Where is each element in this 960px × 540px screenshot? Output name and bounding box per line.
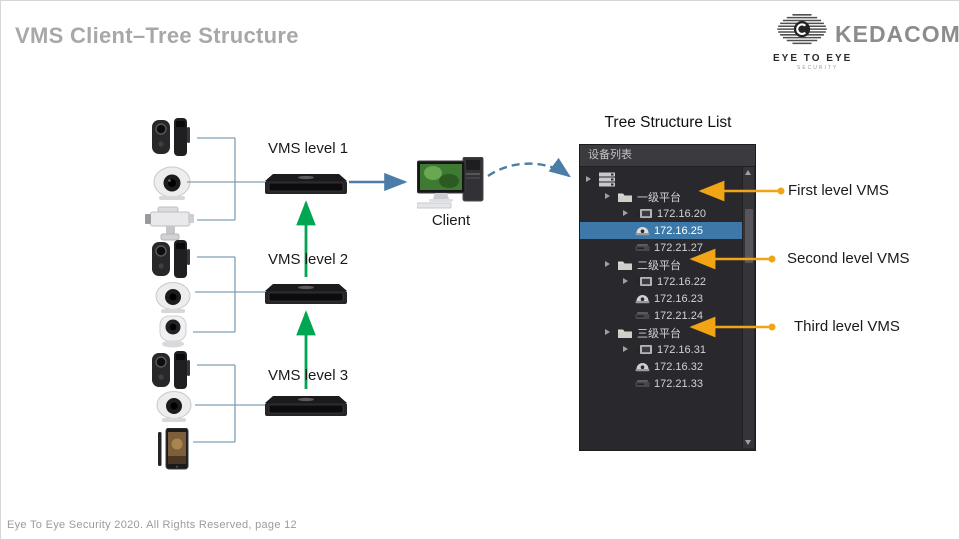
kedacom-eye-icon (777, 14, 827, 45)
expander-icon (622, 226, 631, 235)
vms-level-3-label: VMS level 3 (268, 367, 349, 384)
tree-scrollbar[interactable] (742, 167, 754, 448)
scrollbar-up-icon[interactable] (743, 167, 754, 178)
camera-icon (635, 277, 652, 286)
tree-row-label: 一级平台 (637, 191, 681, 204)
page-title: VMS Client–Tree Structure (15, 23, 299, 48)
tree-row-device[interactable]: 172.16.32 (580, 358, 744, 375)
folder-icon (618, 193, 632, 202)
tree-row-label: 二级平台 (637, 259, 681, 272)
expander-icon[interactable] (604, 328, 613, 337)
tree-row-platform[interactable]: 三级平台 (580, 324, 744, 341)
dome-camera-image (156, 391, 192, 422)
vms-server-image (265, 284, 347, 304)
scrollbar-thumb[interactable] (745, 209, 753, 263)
tree-row-label: 172.16.31 (657, 343, 706, 356)
vms-level-2-label: VMS level 2 (268, 251, 349, 268)
footer-copyright: Eye To Eye Security 2020. All Rights Res… (7, 519, 297, 531)
expander-icon[interactable] (622, 277, 631, 286)
ptz-camera-image (145, 206, 194, 241)
tree-row-label: 172.21.33 (654, 377, 703, 390)
tree-row-device[interactable]: 172.16.20 (580, 205, 744, 222)
brand-name: KEDACOM (835, 21, 960, 47)
device-tree-panel: 设备列表 一级平台 (579, 144, 756, 451)
kedacom-logo: KEDACOM EYE TO EYE SECURITY (771, 7, 959, 71)
tree-row-label: 172.21.24 (654, 309, 703, 322)
tree-row-device[interactable]: 172.21.24 (580, 307, 744, 324)
client-label: Client (431, 212, 471, 229)
expander-icon (622, 362, 631, 371)
tree-row-platform[interactable]: 二级平台 (580, 256, 744, 273)
tree-row-label: 172.16.32 (654, 360, 703, 373)
tree-row-platform[interactable]: 一级平台 (580, 188, 744, 205)
folder-icon (618, 261, 632, 270)
bullet-cameras-image (152, 240, 190, 278)
dome-camera-image (155, 282, 191, 313)
expander-icon (622, 379, 631, 388)
nvr-icon (635, 380, 650, 387)
dome-camera-icon (635, 227, 650, 236)
server-stack-icon (599, 172, 615, 187)
tree-row-label: 172.21.27 (654, 241, 703, 254)
logo-tagline: EYE TO EYE (773, 53, 853, 64)
dome-camera-image (153, 166, 191, 200)
logo-subtagline: SECURITY (797, 65, 839, 71)
tree-row-device[interactable]: 172.16.22 (580, 273, 744, 290)
annotation-third-level-vms: Third level VMS (794, 318, 900, 335)
tree-panel-title: 设备列表 (580, 145, 755, 167)
bullet-cameras-image (152, 351, 190, 389)
expander-icon[interactable] (604, 192, 613, 201)
expander-icon[interactable] (604, 260, 613, 269)
bullet-cameras-image (152, 118, 190, 156)
expander-icon (622, 243, 631, 252)
annotation-first-level-vms: First level VMS (788, 182, 889, 199)
speed-dome-camera-image (159, 315, 187, 348)
camera-icon (635, 209, 652, 218)
client-computer-image (417, 157, 484, 209)
expander-icon[interactable] (622, 209, 631, 218)
vms-server-image (265, 174, 347, 194)
client-to-tree-dashed-arrow (487, 157, 571, 178)
tree-row-device[interactable]: 172.16.31 (580, 341, 744, 358)
expander-icon (622, 294, 631, 303)
vms-server-image (265, 396, 347, 416)
expander-icon (622, 311, 631, 320)
expander-icon[interactable] (622, 345, 631, 354)
tree-row-device[interactable]: 172.21.27 (580, 239, 744, 256)
nvr-icon (635, 312, 650, 319)
camera-bracket-lines (187, 137, 265, 443)
tree-row-device[interactable]: 172.21.33 (580, 375, 744, 392)
tree-row-label: 172.16.23 (654, 292, 703, 305)
tree-row-root[interactable] (580, 171, 744, 188)
folder-icon (618, 329, 632, 338)
tree-row-device-selected[interactable]: 172.16.25 (580, 222, 744, 239)
tree-row-label: 172.16.20 (657, 207, 706, 220)
camera-icon (635, 345, 652, 354)
dome-camera-icon (635, 295, 650, 304)
expander-icon[interactable] (585, 175, 594, 184)
scrollbar-down-icon[interactable] (743, 437, 754, 448)
tree-structure-list-caption: Tree Structure List (604, 114, 732, 131)
tree-row-label: 172.16.25 (654, 224, 703, 237)
dome-camera-icon (635, 363, 650, 372)
tree-body: 一级平台 172.16.20 172.16.25 (580, 167, 755, 392)
vms-level-1-label: VMS level 1 (268, 140, 349, 157)
tree-row-device[interactable]: 172.16.23 (580, 290, 744, 307)
annotation-second-level-vms: Second level VMS (787, 250, 910, 267)
tree-row-label: 172.16.22 (657, 275, 706, 288)
tree-row-label: 三级平台 (637, 327, 681, 340)
nvr-icon (635, 244, 650, 251)
mobile-phone-image (158, 428, 189, 470)
